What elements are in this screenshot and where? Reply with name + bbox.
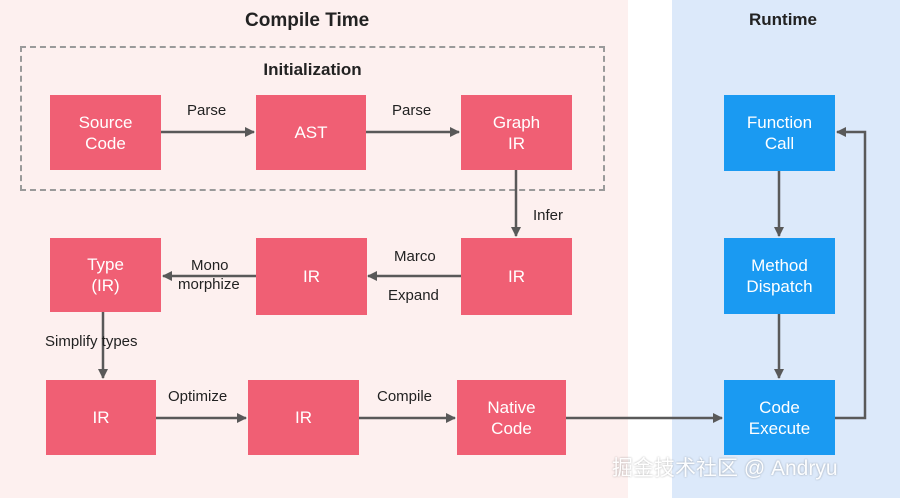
- node-graph-ir: Graph IR: [461, 95, 572, 170]
- node-method-dispatch: Method Dispatch: [724, 238, 835, 314]
- node-ir-optimized: IR: [248, 380, 359, 455]
- label-expand: Expand: [388, 287, 439, 304]
- compile-time-title: Compile Time: [245, 10, 370, 31]
- label-compile: Compile: [377, 388, 433, 405]
- node-function-call: Function Call: [724, 95, 835, 171]
- node-ir-inferred: IR: [461, 238, 572, 315]
- label-morphize: morphize: [178, 276, 240, 293]
- watermark: 掘金技术社区 @ Andryu: [612, 457, 838, 480]
- node-native-code: Native Code: [457, 380, 566, 455]
- label-optimize: Optimize: [168, 388, 228, 405]
- node-ir-macro: IR: [256, 238, 367, 315]
- label-simplify-types: Simplify types: [45, 333, 138, 350]
- edge-execute-loop: [835, 127, 867, 420]
- node-ast: AST: [256, 95, 366, 170]
- node-source-code: Source Code: [50, 95, 161, 170]
- label-mono: Mono: [191, 257, 229, 274]
- node-type-ir: Type (IR): [50, 238, 161, 312]
- initialization-title: Initialization: [263, 60, 362, 79]
- label-infer: Infer: [533, 207, 564, 224]
- label-parse-2: Parse: [392, 102, 432, 119]
- node-code-execute: Code Execute: [724, 380, 835, 455]
- node-ir-simplified: IR: [46, 380, 156, 455]
- label-marco: Marco: [394, 248, 436, 265]
- initialization-group: Initialization: [20, 46, 605, 191]
- label-parse-1: Parse: [187, 102, 227, 119]
- runtime-title: Runtime: [749, 10, 817, 29]
